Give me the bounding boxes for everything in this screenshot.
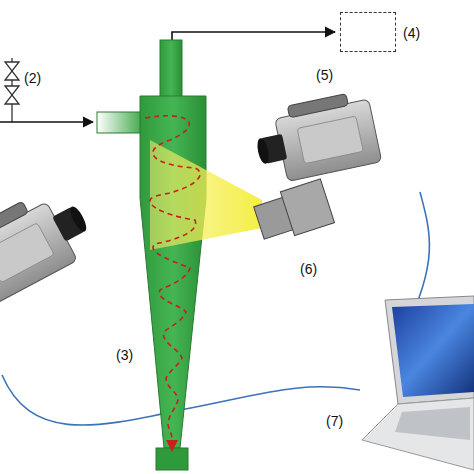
callout-number: (3) [116,348,133,362]
hydrocyclone [140,40,206,470]
callout-number: (6) [300,262,317,276]
dashed-output-box: (4) [340,12,396,52]
valve-symbol [5,58,19,122]
light-source [252,179,335,245]
light-sheet [150,140,262,250]
vortex-flow [145,116,200,448]
callout-number: (4) [403,26,420,40]
high-speed-camera [250,89,382,186]
laptop [362,296,474,470]
callout-number: (7) [326,414,343,428]
inlet-arrow [0,121,93,123]
callout-number: (5) [316,68,333,82]
high-speed-camera [0,180,100,306]
overflow-arrow [172,32,335,45]
callout-number: (2) [24,71,41,85]
flow-arrowhead [166,440,178,452]
inlet-pipe [97,112,143,133]
